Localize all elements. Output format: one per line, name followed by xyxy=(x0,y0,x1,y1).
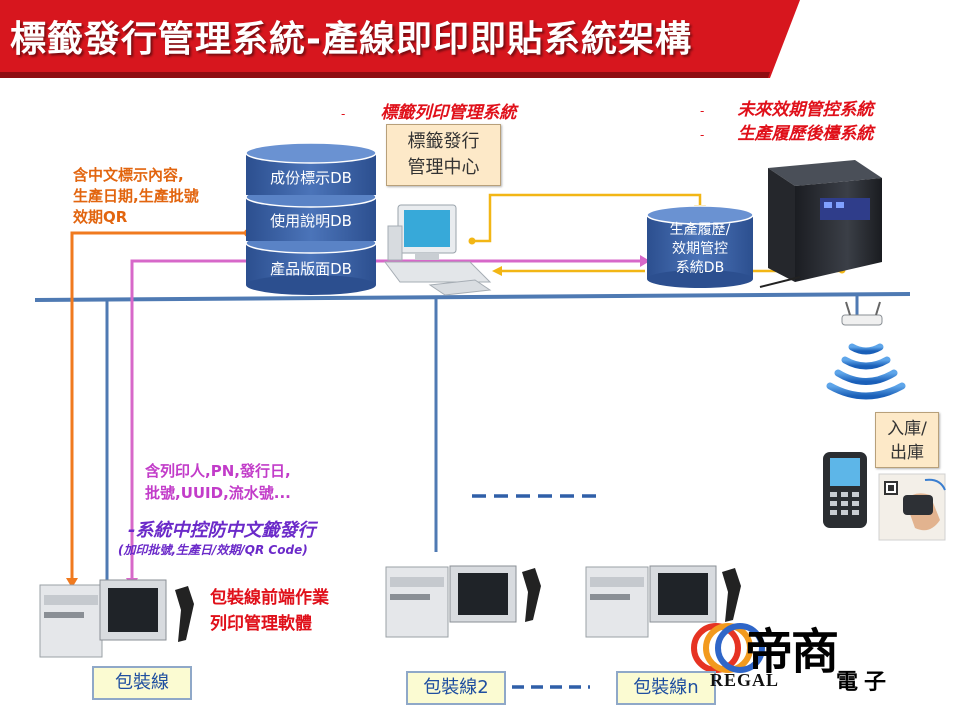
network-backbone xyxy=(34,292,911,302)
management-center-box: 標籤發行 管理中心 xyxy=(386,124,501,186)
stock-inout-box: 入庫/ 出庫 xyxy=(875,412,939,468)
left-system-dash: - xyxy=(341,107,346,121)
db-layout-label: 產品版面DB xyxy=(270,260,352,278)
central-issue-subtitle: (加印批號,生產日/效期/QR Code) xyxy=(118,543,308,557)
trace-db xyxy=(646,205,754,288)
yellow-flow-top xyxy=(472,193,702,243)
scanning-photo xyxy=(878,473,946,541)
orange-note-line3: 效期QR xyxy=(73,208,128,226)
packline-note-line1: 包裝線前端作業 xyxy=(210,588,329,608)
management-center-line2: 管理中心 xyxy=(407,157,480,178)
management-center-line1: 標籤發行 xyxy=(407,131,480,152)
trace-db-line3: 系統DB xyxy=(675,260,725,276)
packline-note: 包裝線前端作業 列印管理軟體 xyxy=(210,585,329,637)
wifi-router xyxy=(826,301,906,400)
stock-box-line2: 出庫 xyxy=(890,443,924,463)
title-bar-shape xyxy=(0,0,800,78)
stock-box-line1: 入庫/ xyxy=(887,419,927,439)
trace-db-line1: 生產履歷/ xyxy=(669,222,731,238)
packline-note-line2: 列印管理軟體 xyxy=(210,614,312,634)
logo-chinese-chars: 帝商 xyxy=(745,624,839,680)
db-stack xyxy=(245,142,377,295)
right-system-dash-1: - xyxy=(700,104,705,118)
line2-equipment xyxy=(385,565,541,638)
logo-brand-text: REGAL xyxy=(710,670,780,690)
page-title: 標籤發行管理系統-產線即印即貼系統架構 xyxy=(10,19,692,60)
left-system-text: 標籤列印管理系統 xyxy=(380,103,517,123)
pink-note: 含列印人,PN,發行日, 批號,UUID,流水號... xyxy=(145,460,291,504)
handheld-terminal xyxy=(823,452,867,528)
pink-note-line2: 批號,UUID,流水號... xyxy=(145,484,291,502)
central-issue-title: -系統中控防中文籤發行 xyxy=(128,520,316,541)
server-tower xyxy=(759,160,882,288)
right-system-label-2: - 生產履歷後檯系統 xyxy=(700,119,873,144)
line1-equipment xyxy=(39,579,194,658)
pink-flow-line xyxy=(130,259,642,580)
orange-note-line2: 生產日期,生產批號 xyxy=(73,187,199,205)
right-system-label-1: - 未來效期管控系統 xyxy=(700,95,873,120)
right-system-dash-2: - xyxy=(700,128,705,142)
db-composition-label: 成份標示DB xyxy=(270,169,352,187)
logo-suffix: 電子 xyxy=(836,669,893,695)
line2-label: 包裝線2 xyxy=(406,671,506,705)
left-system-label: - 標籤列印管理系統 xyxy=(341,98,516,123)
line1-label: 包裝線 xyxy=(92,666,192,700)
trace-db-line2: 效期管控 xyxy=(672,241,728,257)
linen-label: 包裝線n xyxy=(616,671,716,705)
right-system-text-1: 未來效期管控系統 xyxy=(737,100,874,120)
desktop-computer xyxy=(384,204,492,296)
right-system-text-2: 生產履歷後檯系統 xyxy=(737,124,874,144)
orange-flow-line xyxy=(70,231,248,580)
trace-db-label: 生產履歷/ 效期管控 系統DB xyxy=(647,221,753,278)
orange-note-line1: 含中文標示內容, xyxy=(73,166,184,184)
orange-note: 含中文標示內容, 生產日期,生產批號 效期QR xyxy=(73,165,199,228)
db-instructions-label: 使用說明DB xyxy=(270,212,352,230)
linen-equipment xyxy=(585,565,741,638)
pink-note-line1: 含列印人,PN,發行日, xyxy=(145,462,291,480)
regal-logo-rings xyxy=(691,623,765,673)
